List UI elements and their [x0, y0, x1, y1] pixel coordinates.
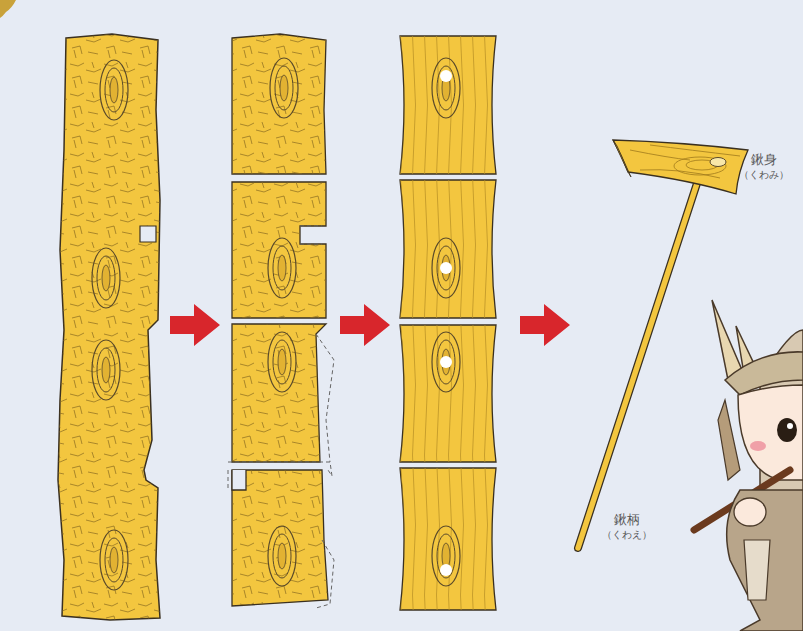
process-arrow	[170, 304, 570, 346]
part-label: 鍬柄	[614, 512, 640, 528]
log	[58, 34, 160, 620]
mascot-character	[694, 300, 803, 631]
part-label: 鍬身	[751, 152, 777, 168]
part-label: （くわえ）	[602, 529, 652, 541]
shaped-blades	[400, 36, 496, 610]
part-label: （くわみ）	[739, 169, 789, 181]
hoe	[578, 140, 748, 548]
cut-pieces	[228, 34, 334, 608]
